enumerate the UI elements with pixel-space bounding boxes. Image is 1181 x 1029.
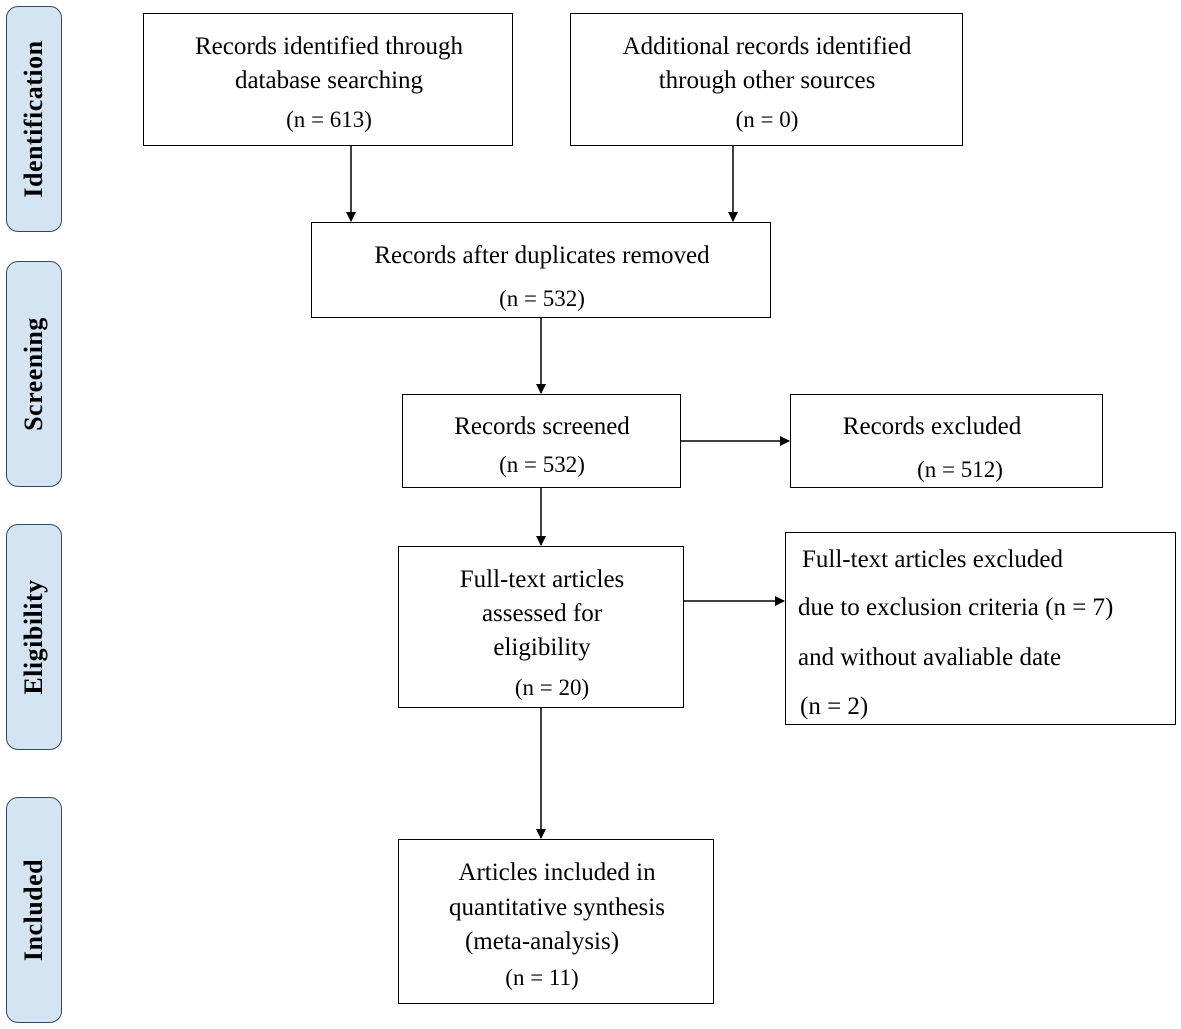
box-duplicates-removed: Records after duplicates removed (n = 53… [311, 222, 771, 318]
phase-label: Screening [19, 317, 48, 431]
phase-label: Included [19, 858, 48, 962]
box-records-excluded: Records excluded (n = 512) [790, 394, 1103, 488]
phase-eligibility: Eligibility [6, 524, 62, 750]
phase-label: Identification [19, 40, 48, 198]
phase-screening: Screening [6, 261, 62, 487]
box-included-synthesis: Articles included in quantitative synthe… [398, 839, 714, 1004]
phase-label: Eligibility [19, 579, 48, 695]
phase-included: Included [6, 797, 62, 1023]
box-records-screened: Records screened (n = 532) [402, 394, 681, 488]
box-full-text-assessed: Full-text articles assessed for eligibil… [398, 546, 684, 708]
box-database-search: Records identified through database sear… [143, 13, 513, 146]
box-other-sources: Additional records identified through ot… [570, 13, 963, 146]
phase-identification: Identification [6, 6, 62, 232]
box-full-text-excluded: Full-text articles excluded due to exclu… [785, 532, 1176, 725]
